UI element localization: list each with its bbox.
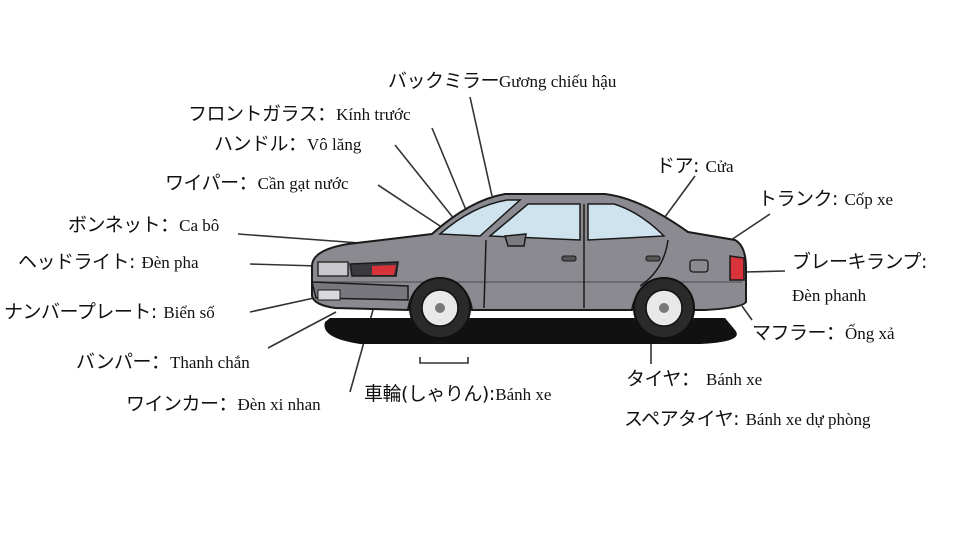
rear-door-window [587,203,666,241]
label-jp: ドア [656,155,694,177]
label-sep: ： [826,322,846,344]
label-sep: ： [288,133,308,155]
label-license-plate: ナンバープレート: Biển số [4,303,215,322]
label-sep: : [150,301,164,323]
label-jp: バックミラー [388,70,500,92]
label-bonnet: ボンネット：Ca bô [68,216,219,235]
label-brake-lamp: ブレーキランプ: [792,253,927,272]
rear-wheel [633,277,695,339]
label-tire: タイヤ： Bánh xe [626,370,762,389]
label-jp: スペアタイヤ [624,408,734,430]
label-sep: ： [218,393,238,415]
label-sep: : [733,408,746,430]
label-vi: Bánh xe [495,385,552,404]
label-jp: 車輪(しゃりん) [364,383,489,405]
leader-license-plate [249,297,315,313]
leader-steering-wheel [394,144,456,221]
label-spare-tire: スペアタイヤ: Bánh xe dự phòng [624,410,870,429]
label-sep: ： [680,368,706,390]
label-rearview-mirror: バックミラーGương chiếu hậu [388,72,616,91]
label-vi: Đèn pha [141,253,199,272]
label-sep: : [920,251,928,273]
label-trunk: トランク: Cốp xe [758,190,893,209]
label-jp: マフラー [752,322,827,344]
fuel-cap [689,259,709,273]
label-vi: Vô lăng [307,135,362,154]
leader-rearview-mirror [469,96,493,197]
label-vi: Biển số [163,303,215,322]
label-sep: : [693,155,706,177]
label-vi: Ống xả [845,324,895,343]
label-bumper: バンパー：Thanh chắn [76,353,250,372]
label-vi: Đèn phanh [792,286,867,305]
leader-brake-lamp [743,270,786,273]
label-sep: ： [150,351,170,373]
leader-headlight [249,263,319,267]
label-jp: ヘッドライト [18,251,130,273]
label-vi: Bánh xe dự phòng [745,410,871,429]
label-sep: : [488,383,496,405]
front-door-seam [483,239,487,309]
front-door-handle [561,255,577,262]
label-vi: Cốp xe [844,190,894,209]
label-steering-wheel: ハンドル：Vô lăng [214,135,361,154]
label-wheel: 車輪(しゃりん):Bánh xe [364,385,551,404]
label-jp: ナンバープレート [4,301,151,323]
leader-bumper [267,311,337,349]
label-wiper: ワイパー：Cần gạt nước [165,174,349,193]
label-vi: Kính trước [336,105,411,124]
front-door-window [488,203,581,241]
front-wheel [409,277,471,339]
leader-windshield [431,127,467,211]
label-brake-lamp-vi: Đèn phanh [792,287,866,305]
label-vi: Gương chiếu hậu [499,72,617,91]
label-jp: ハンドル [214,133,289,155]
label-vi: Cần gạt nước [257,174,349,193]
label-jp: タイヤ [626,368,681,390]
label-vi: Thanh chắn [169,353,250,372]
rear-door-handle [645,255,661,262]
label-vi: Đèn xi nhan [237,395,321,414]
label-sep: ： [317,103,337,125]
plate [317,289,341,301]
label-jp: フロントガラス [188,103,318,125]
label-vi: Bánh xe [705,370,763,389]
label-door: ドア: Cửa [656,157,734,176]
label-jp: ボンネット [68,214,161,236]
label-headlight: ヘッドライト: Đèn pha [18,253,199,272]
rear-door-seam [639,239,669,287]
label-sep: : [832,188,845,210]
label-jp: トランク [758,188,833,210]
leader-wiper [377,184,441,227]
leader-muffler [741,305,753,321]
grille [317,261,349,277]
label-turn-signal: ワインカー：Đèn xi nhan [126,395,321,414]
label-sep: ： [160,214,180,236]
label-sep: ： [238,172,258,194]
side-mirror [504,233,527,247]
label-jp: ブレーキランプ [792,251,921,273]
leader-wheel-bracket [419,357,469,364]
label-muffler: マフラー：Ống xả [752,324,895,343]
label-sep: : [129,251,142,273]
label-jp: ワイパー [165,172,239,194]
front-turn-lamp [372,265,396,275]
label-vi: Ca bô [179,216,220,235]
label-vi: Cửa [705,157,734,176]
label-jp: バンパー [76,351,151,373]
label-jp: ワインカー [126,393,219,415]
leader-bonnet [237,233,361,244]
windshield-glass [438,199,522,237]
tail-lamp [729,255,745,281]
label-windshield: フロントガラス：Kính trước [188,105,411,124]
